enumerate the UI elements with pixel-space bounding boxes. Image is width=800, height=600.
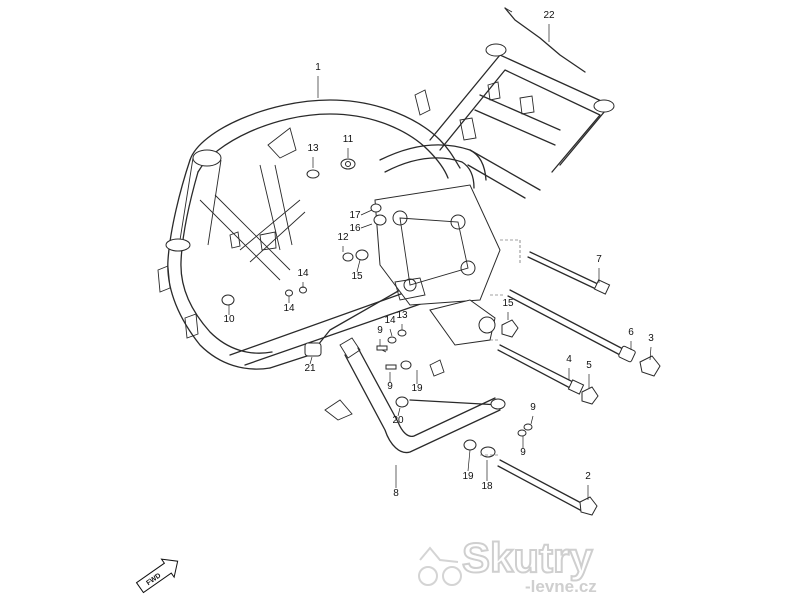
callout-1: 1 bbox=[315, 62, 321, 98]
callout-9: 9 bbox=[387, 372, 393, 392]
callout-20: 20 bbox=[392, 407, 404, 426]
watermark-brand: Skutry bbox=[462, 534, 593, 581]
hardware-nuts-washers bbox=[221, 158, 533, 458]
callout-number: 18 bbox=[481, 481, 493, 492]
watermark-logo: Skutry -levne.cz bbox=[418, 533, 597, 596]
scooter-icon bbox=[418, 546, 462, 586]
callout-number: 21 bbox=[304, 363, 316, 374]
callout-5: 5 bbox=[586, 360, 592, 388]
callout-15: 15 bbox=[351, 259, 363, 282]
callout-number: 13 bbox=[307, 143, 319, 154]
watermark-domain: -levne.cz bbox=[525, 577, 597, 596]
callout-number: 9 bbox=[520, 447, 526, 458]
callout-leader-line bbox=[397, 407, 401, 417]
callout-11: 11 bbox=[343, 134, 354, 158]
callout-2: 2 bbox=[585, 471, 591, 500]
callout-12: 12 bbox=[337, 232, 349, 252]
callout-22: 22 bbox=[543, 10, 555, 42]
callout-8: 8 bbox=[393, 465, 399, 499]
callout-number: 22 bbox=[543, 10, 555, 21]
callout-leader-line bbox=[360, 209, 373, 216]
callout-21: 21 bbox=[304, 356, 316, 374]
lower-cradle bbox=[324, 337, 506, 454]
callout-3: 3 bbox=[648, 333, 654, 361]
callout-18: 18 bbox=[481, 460, 493, 492]
callout-number: 8 bbox=[393, 488, 399, 499]
callout-number: 14 bbox=[297, 268, 309, 279]
callout-number: 20 bbox=[392, 415, 404, 426]
callout-number: 9 bbox=[377, 325, 383, 336]
bolts bbox=[480, 239, 661, 516]
callout-number: 5 bbox=[586, 360, 592, 371]
callout-19: 19 bbox=[462, 449, 474, 482]
callout-10: 10 bbox=[223, 305, 235, 325]
callout-number: 10 bbox=[223, 314, 235, 325]
callout-13: 13 bbox=[396, 310, 408, 330]
callout-15: 15 bbox=[502, 298, 514, 320]
callout-number: 11 bbox=[343, 134, 354, 145]
callout-number: 12 bbox=[337, 232, 349, 243]
callout-number: 19 bbox=[411, 383, 423, 394]
callout-16: 16 bbox=[349, 223, 373, 234]
callout-number: 15 bbox=[502, 298, 514, 309]
callout-number: 17 bbox=[349, 210, 361, 221]
part-22-rod bbox=[504, 7, 586, 73]
callout-number: 13 bbox=[396, 310, 408, 321]
callout-number: 9 bbox=[530, 402, 536, 413]
callout-number: 2 bbox=[585, 471, 591, 482]
fwd-arrow-icon: FWD bbox=[135, 558, 179, 594]
callout-19: 19 bbox=[411, 370, 423, 394]
callout-number: 4 bbox=[566, 354, 572, 365]
callout-number: 15 bbox=[351, 271, 363, 282]
callout-7: 7 bbox=[596, 254, 602, 283]
callout-13: 13 bbox=[307, 143, 319, 168]
main-frame bbox=[157, 43, 615, 370]
callout-9: 9 bbox=[520, 436, 526, 458]
callout-14: 14 bbox=[283, 296, 295, 314]
callout-leader-line bbox=[356, 259, 361, 273]
callout-leader-line bbox=[467, 449, 471, 472]
callout-number: 9 bbox=[387, 381, 393, 392]
callout-leader-line bbox=[389, 328, 393, 337]
callout-number: 3 bbox=[648, 333, 654, 344]
callout-number: 14 bbox=[283, 303, 295, 314]
callout-number: 16 bbox=[349, 223, 361, 234]
callout-number: 19 bbox=[462, 471, 474, 482]
callout-6: 6 bbox=[628, 327, 634, 350]
callout-leader-line bbox=[309, 356, 313, 365]
callout-9: 9 bbox=[377, 325, 383, 346]
callout-number: 1 bbox=[315, 62, 321, 73]
callout-number: 6 bbox=[628, 327, 634, 338]
callout-4: 4 bbox=[566, 354, 572, 380]
callout-leader-line bbox=[530, 415, 534, 425]
callout-17: 17 bbox=[349, 209, 373, 221]
callout-number: 14 bbox=[384, 315, 396, 326]
callout-leader-line bbox=[649, 346, 652, 361]
callout-14: 14 bbox=[297, 268, 309, 288]
callout-9: 9 bbox=[530, 402, 536, 425]
callout-number: 7 bbox=[596, 254, 602, 265]
callout-14: 14 bbox=[384, 315, 396, 337]
callout-leader-line bbox=[360, 223, 373, 229]
